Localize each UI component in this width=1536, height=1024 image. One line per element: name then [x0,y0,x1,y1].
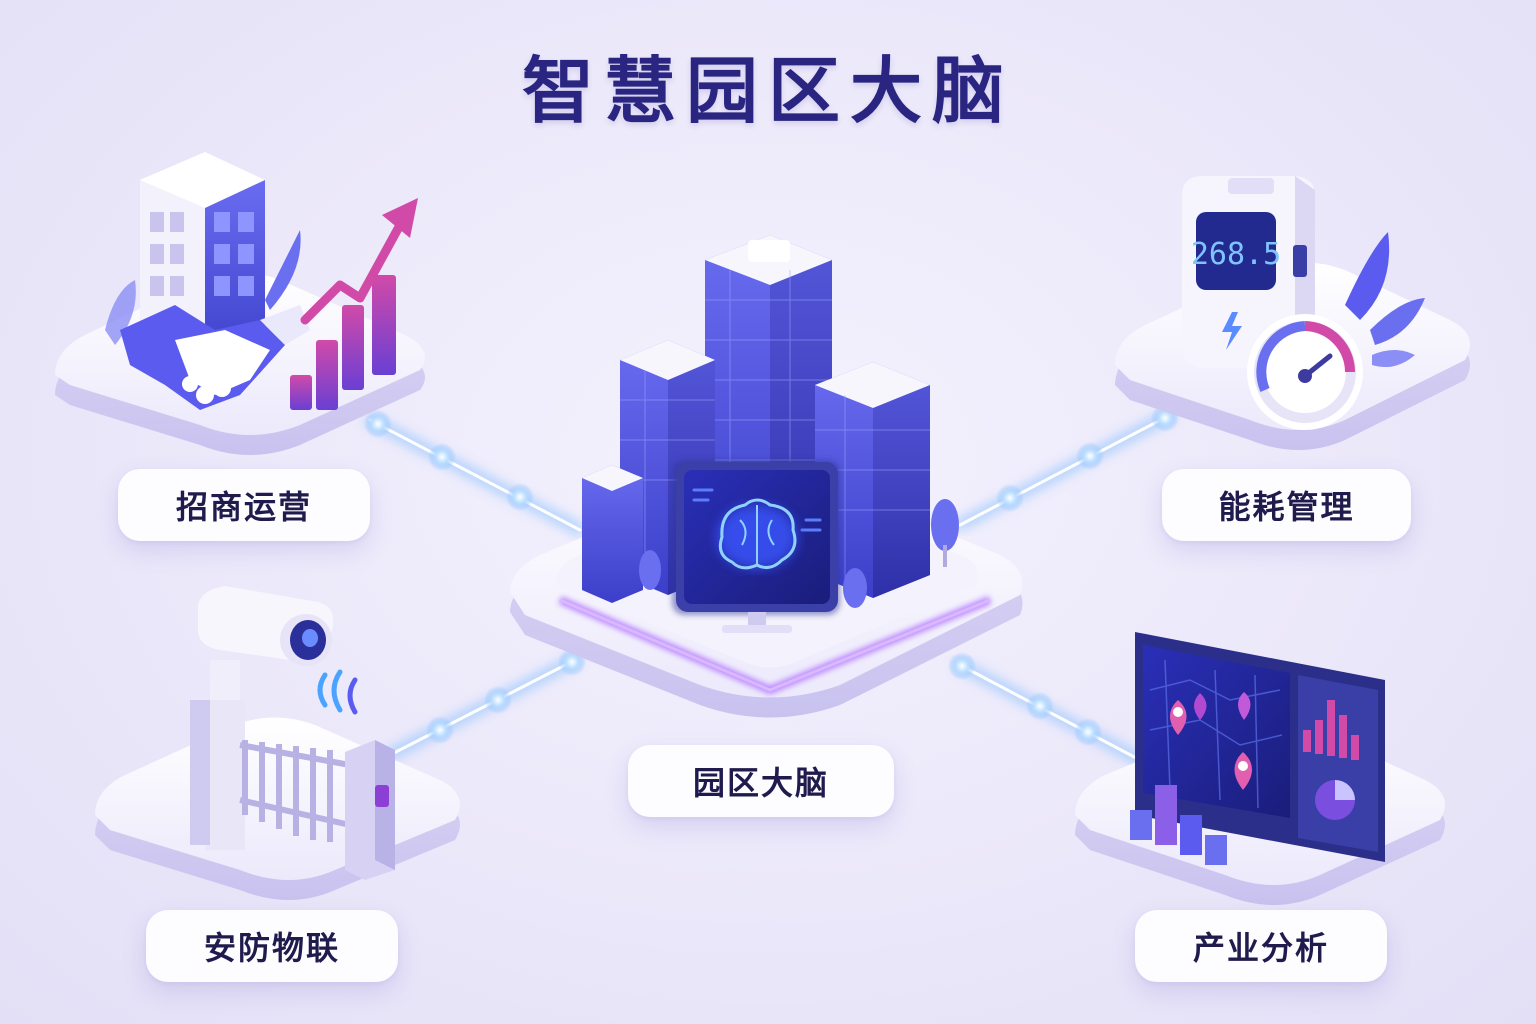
gate-icon [190,700,395,880]
center-module [510,235,1023,718]
page-title: 智慧园区大脑 [521,49,1014,133]
energy-module: 268.5 [1115,176,1470,450]
label-center[interactable]: 园区大脑 [628,745,894,817]
security-camera-icon [198,586,334,700]
security-module [95,586,460,900]
bar-blocks-icon [1130,785,1227,865]
label-energy[interactable]: 能耗管理 [1162,469,1411,541]
connector-nodes [364,404,1179,746]
brain-icon [717,498,797,570]
meter-readout: 268.5 [1191,237,1281,272]
label-industry[interactable]: 产业分析 [1135,910,1387,982]
leaf-icon [1345,232,1425,368]
label-security[interactable]: 安防物联 [146,910,398,982]
connector-investment [365,415,585,535]
growth-bar-chart-icon [290,275,396,410]
tower-right-icon [815,362,930,598]
map-pin-icons [1170,692,1252,790]
tree-icon [639,499,959,608]
connector-security [385,655,580,760]
connector-energy [955,410,1175,530]
label-investment[interactable]: 招商运营 [118,469,370,541]
trend-arrow-icon [300,198,418,325]
leaf-icon [105,230,301,345]
signal-waves-icon [317,669,358,715]
brain-monitor-icon [672,460,840,633]
gauge-icon [1247,314,1363,430]
analytics-monitor-icon [1135,632,1385,862]
tower-small-icon [582,465,643,603]
handshake-icon [120,305,310,410]
industry-module [1075,632,1445,905]
investment-module [55,152,425,455]
connector-lines [364,404,1179,765]
